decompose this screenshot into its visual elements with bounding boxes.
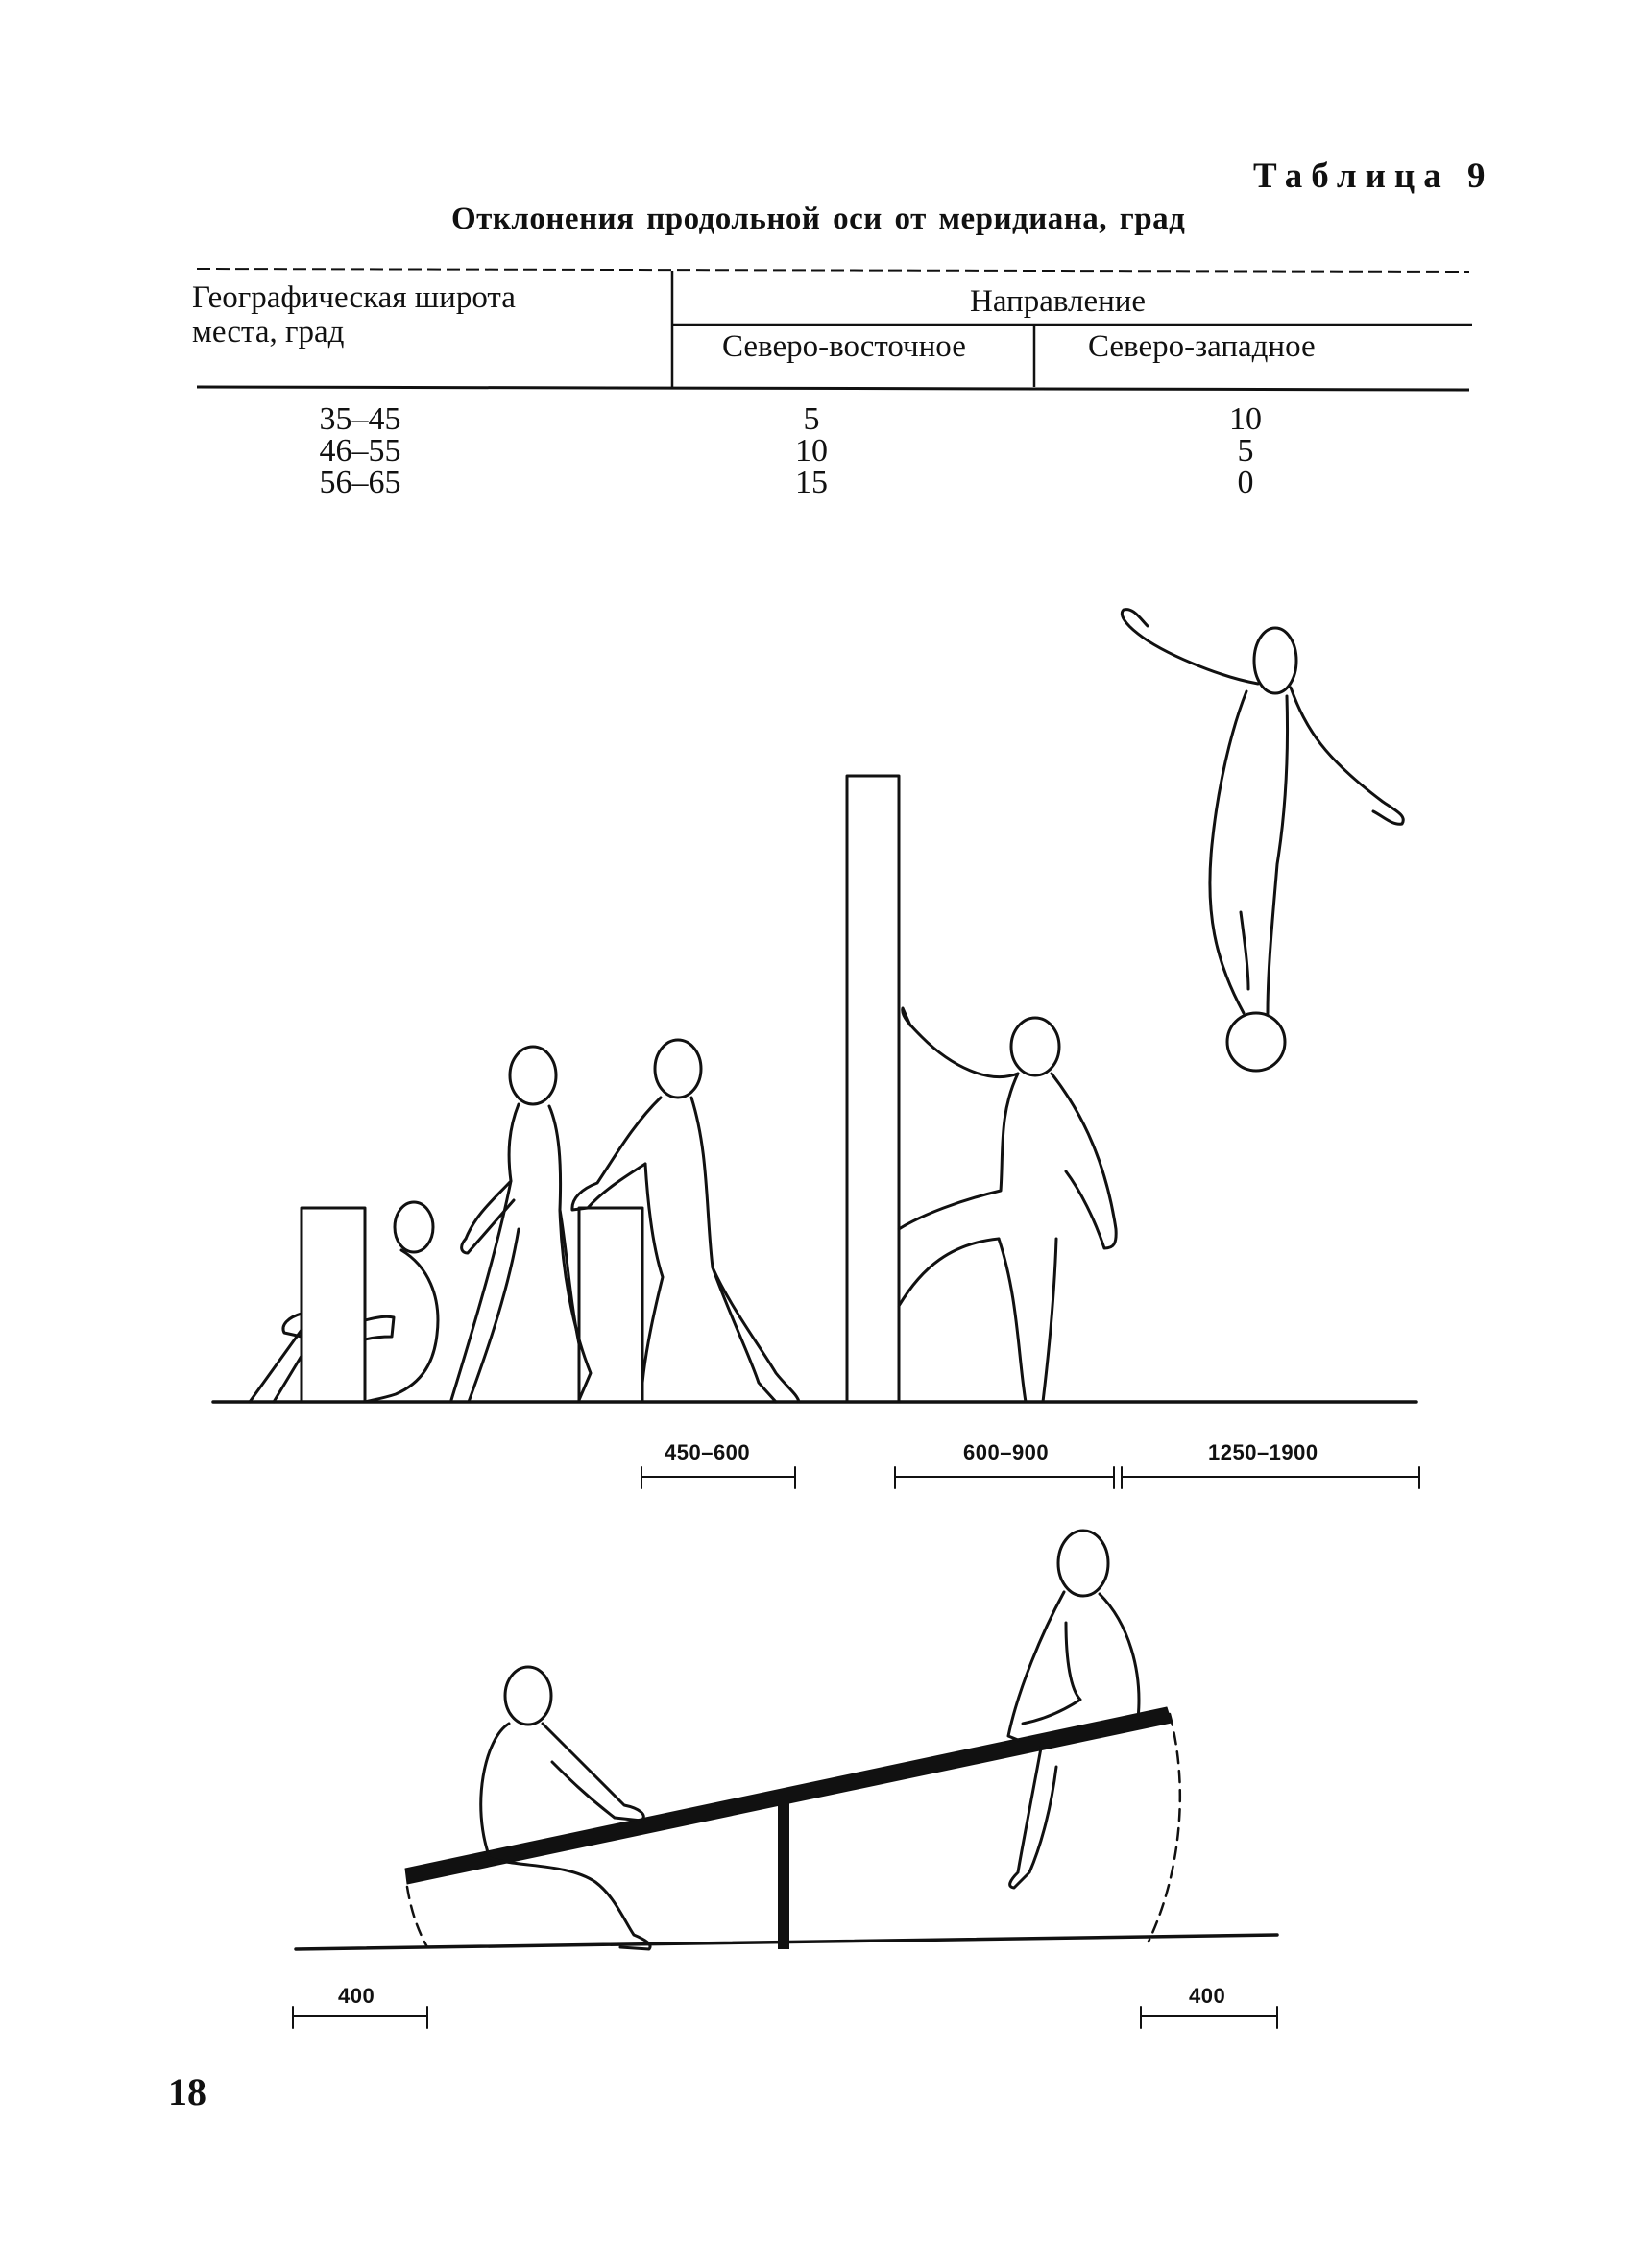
- header-northwest: Северо-западное: [1088, 329, 1316, 364]
- table-row-1-latitude: 35–45: [319, 401, 401, 437]
- dimension-label-400-right: 400: [1189, 1984, 1226, 2008]
- table-header-bottom-rule: [196, 385, 1470, 392]
- tall-post: [845, 774, 901, 1404]
- header-northeast: Северо-восточное: [722, 329, 966, 364]
- table-row-3-latitude: 56–65: [319, 465, 401, 500]
- table-rules: [196, 268, 1472, 392]
- stepping-child-figure: [570, 1038, 801, 1404]
- table-row-2-ne: 10: [795, 433, 828, 469]
- short-post-1: [300, 1206, 367, 1404]
- seesaw-post: [778, 1798, 789, 1949]
- table-top-rule: [196, 268, 1470, 273]
- climbing-child-figure: [897, 1006, 1118, 1404]
- dimension-label-450-600: 450–600: [665, 1440, 751, 1464]
- table-row-2-nw: 5: [1237, 433, 1254, 469]
- walking-child-figure: [449, 1045, 593, 1404]
- seesaw-child-low: [479, 1665, 652, 1951]
- table-row-3-ne: 15: [795, 465, 828, 500]
- dimension-lines-upper: [641, 1466, 1420, 1489]
- dimension-label-1250-1900: 1250–1900: [1208, 1440, 1318, 1464]
- ball: [1225, 1011, 1287, 1073]
- seesaw-child-high: [1006, 1529, 1141, 1890]
- crouching-child-figure: [248, 1200, 440, 1404]
- balancing-figure: [1120, 608, 1405, 1073]
- table-row-2-latitude: 46–55: [319, 433, 401, 469]
- header-latitude: Географическая широта места, град: [192, 280, 516, 350]
- header-direction: Направление: [970, 284, 1147, 319]
- table-caption: Отклонения продольной оси от меридиана, …: [451, 202, 1186, 236]
- table-row-3-nw: 0: [1237, 465, 1254, 500]
- arc-left: [405, 1885, 429, 1949]
- arc-right: [1147, 1712, 1182, 1943]
- table-row-1-nw: 10: [1229, 401, 1262, 437]
- short-post-2: [577, 1206, 644, 1404]
- dimension-label-400-left: 400: [338, 1984, 375, 2008]
- dimension-lines-lower: [292, 2006, 1278, 2029]
- table-number: Таблица 9: [1253, 157, 1494, 196]
- table-row-1-ne: 5: [803, 401, 820, 437]
- dimension-label-600-900: 600–900: [963, 1440, 1050, 1464]
- page-number: 18: [168, 2070, 206, 2113]
